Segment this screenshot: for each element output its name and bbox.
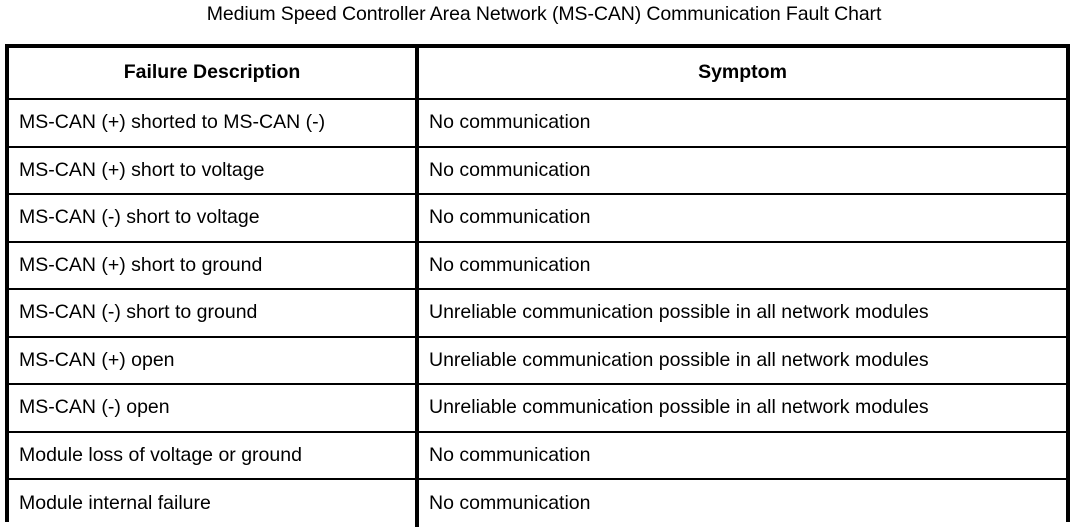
- cell-failure-description: MS-CAN (+) shorted to MS-CAN (-): [9, 98, 417, 147]
- cell-failure-description: MS-CAN (-) open: [9, 383, 417, 432]
- column-header-failure-description: Failure Description: [9, 48, 417, 99]
- cell-symptom: No communication: [415, 240, 1066, 289]
- table-body: MS-CAN (+) shorted to MS-CAN (-)No commu…: [9, 98, 1066, 527]
- cell-symptom: No communication: [415, 145, 1066, 194]
- table-header-row: Failure Description Symptom: [9, 48, 1066, 99]
- cell-symptom: No communication: [415, 193, 1066, 242]
- fault-chart-table-container: Failure Description Symptom MS-CAN (+) s…: [5, 44, 1070, 527]
- cell-failure-description: MS-CAN (-) short to ground: [9, 288, 417, 337]
- cell-failure-description: MS-CAN (+) short to ground: [9, 240, 417, 289]
- page-title: Medium Speed Controller Area Network (MS…: [206, 3, 882, 25]
- cell-symptom: Unreliable communication possible in all…: [415, 288, 1066, 337]
- cell-symptom: No communication: [415, 478, 1066, 527]
- cell-symptom: Unreliable communication possible in all…: [415, 383, 1066, 432]
- cell-failure-description: MS-CAN (+) short to voltage: [9, 145, 417, 194]
- cell-failure-description: Module internal failure: [9, 478, 417, 527]
- fault-chart-table: Failure Description Symptom MS-CAN (+) s…: [9, 48, 1066, 527]
- cell-failure-description: Module loss of voltage or ground: [9, 430, 417, 479]
- cell-symptom: No communication: [415, 430, 1066, 479]
- column-header-symptom: Symptom: [415, 48, 1066, 99]
- cell-failure-description: MS-CAN (+) open: [9, 335, 417, 384]
- table-header: Failure Description Symptom: [9, 48, 1066, 99]
- cell-symptom: No communication: [415, 98, 1066, 147]
- table-row: MS-CAN (+) shorted to MS-CAN (-)No commu…: [9, 98, 1066, 147]
- cell-symptom: Unreliable communication possible in all…: [415, 335, 1066, 384]
- cell-failure-description: MS-CAN (-) short to voltage: [9, 193, 417, 242]
